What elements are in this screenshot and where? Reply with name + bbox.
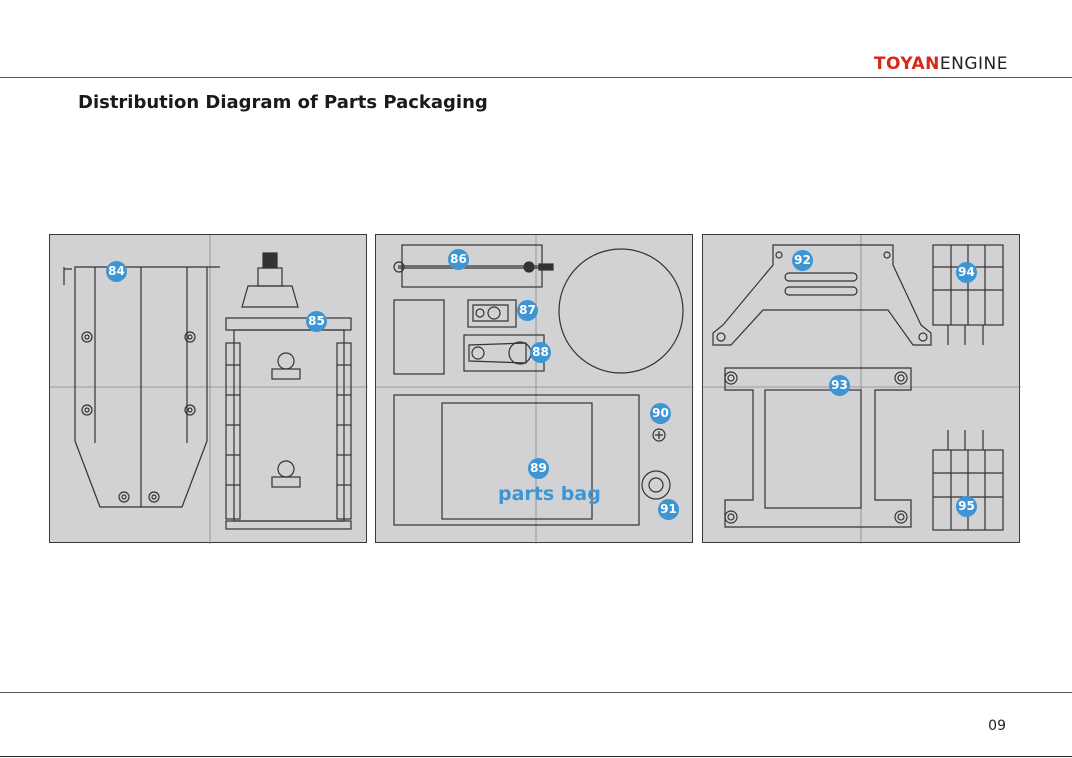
page-number: 09 — [988, 718, 1006, 734]
part-badge-85: 85 — [306, 311, 327, 332]
part-badge-94: 94 — [956, 262, 977, 283]
part-badge-86: 86 — [448, 249, 469, 270]
page-title: Distribution Diagram of Parts Packaging — [78, 92, 488, 113]
part-badge-91: 91 — [658, 499, 679, 520]
bottom-edge-line — [0, 756, 1072, 757]
panel-right: 92 94 93 95 — [702, 234, 1020, 543]
part-badge-84: 84 — [106, 261, 127, 282]
part-badge-90: 90 — [650, 403, 671, 424]
brand-primary: TOYAN — [874, 54, 940, 74]
header-divider — [0, 77, 1072, 78]
part-badge-87: 87 — [517, 300, 538, 321]
part-badge-95: 95 — [956, 496, 977, 517]
panel-left-drawing — [50, 235, 368, 544]
panel-left: 84 85 — [49, 234, 367, 543]
footer-divider — [0, 692, 1072, 693]
brand-logo: TOYANENGINE — [874, 54, 1008, 74]
part-badge-93: 93 — [829, 375, 850, 396]
part-badge-88: 88 — [530, 342, 551, 363]
part-badge-89: 89 — [528, 458, 549, 479]
panel-middle: 86 87 88 89 parts bag 90 91 — [375, 234, 693, 543]
parts-bag-label: parts bag — [498, 483, 601, 505]
brand-secondary: ENGINE — [940, 54, 1008, 74]
part-badge-92: 92 — [792, 250, 813, 271]
